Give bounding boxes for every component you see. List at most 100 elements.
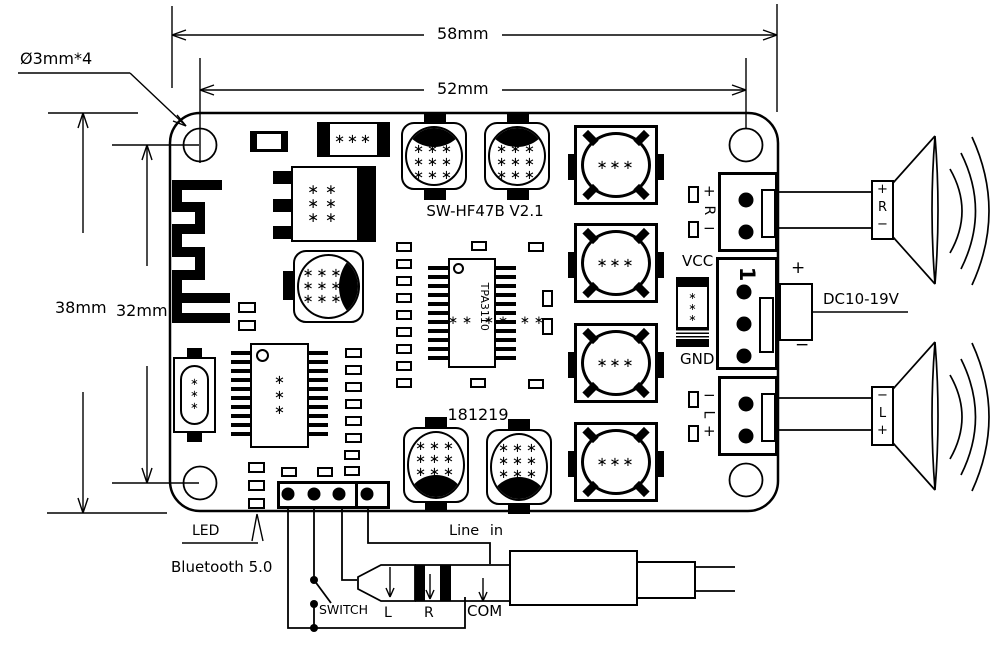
silkscreen-marking: ∗∗ ∗∗ ∗∗ (307, 182, 343, 226)
capacitor-band (676, 277, 709, 285)
dc-voltage-label: DC10-19V (823, 290, 899, 308)
smd-pad (396, 327, 412, 337)
dimension-52mm (199, 58, 747, 163)
smd-pad (396, 276, 412, 286)
smd-pad (238, 302, 256, 313)
pin1-mark (256, 349, 269, 362)
capacitor-tab (507, 188, 529, 200)
dim-label-38mm: 38mm (55, 298, 107, 317)
capacitor-tab (283, 271, 294, 300)
ic-pins-left (428, 266, 448, 360)
inductor: ∗∗∗ (568, 125, 664, 205)
smd-pad (396, 310, 412, 320)
dim-label-32mm: 32mm (116, 301, 168, 320)
speaker-wires (778, 397, 872, 431)
inductor: ∗∗∗ (568, 323, 664, 403)
jack-pin-arrows (385, 567, 488, 602)
capacitor-tab (425, 417, 447, 429)
smd-pad (688, 186, 699, 203)
ic-pins-left (231, 351, 250, 441)
r-plus-label: + (703, 182, 716, 200)
smd-pad (281, 467, 297, 477)
electrolytic-capacitor: ∗∗∗ ∗∗∗ ∗∗∗ (486, 429, 552, 505)
silkscreen-marking: ∗∗∗ ∗∗∗ ∗∗∗ (302, 266, 345, 307)
capacitor-tab (508, 419, 530, 431)
sound-waves (949, 342, 990, 492)
jack-r-label: R (424, 605, 434, 621)
led-pad (248, 498, 265, 509)
capacitor-body: ∗∗∗ ∗∗∗ ∗∗∗ (490, 433, 548, 501)
speaker-l-plus: + (877, 423, 888, 438)
dc-plus-label: + (791, 258, 806, 278)
tpa3110-chip (448, 258, 496, 368)
led-label: LED (192, 523, 220, 539)
silkscreen-marking: ∗∗∗ ∗∗∗ ∗∗∗ (496, 141, 538, 183)
date-code-label: 181219 (447, 405, 509, 424)
smd-pad (345, 433, 362, 443)
silkscreen-marking: ∗ ∗ ∗ (190, 377, 199, 412)
smd-pad (688, 391, 699, 408)
silkscreen-marking: ∗∗∗ (596, 454, 636, 470)
dim-label-hole: Ø3mm*4 (20, 49, 93, 68)
silkscreen-marking: ∗ ∗ ∗ (274, 373, 285, 418)
smd-pad (528, 379, 544, 389)
switch-lever (313, 579, 332, 604)
line-in-label: Line in (449, 523, 504, 539)
gnd-label: GND (680, 350, 715, 368)
r-minus-label: − (703, 219, 716, 237)
electrolytic-capacitor: ∗∗∗ ∗∗∗ ∗∗∗ (403, 427, 469, 503)
smd-pad (248, 480, 265, 491)
smd-pad (470, 378, 486, 388)
jack-cable (695, 566, 735, 592)
jack-ring (440, 565, 451, 601)
capacitor-tab (424, 188, 446, 200)
l-plus-label: + (703, 422, 716, 440)
bluetooth-antenna-trace (172, 180, 230, 323)
silkscreen-marking: ∗∗∗ (596, 157, 636, 173)
silkscreen-marking: ∗ ∗ ∗ (688, 290, 697, 324)
speaker-r-name: R (877, 200, 888, 215)
polarity-mark (409, 475, 463, 497)
voltage-regulator: ∗∗ ∗∗ ∗∗ (291, 166, 359, 242)
smd-pad (396, 242, 412, 252)
jack-body (509, 550, 638, 606)
smd-pad (317, 467, 333, 477)
inductor-body: ∗∗∗ (581, 330, 651, 396)
capacitor-body: ∗∗∗ ∗∗∗ ∗∗∗ (407, 431, 465, 499)
smd-pad (396, 293, 412, 303)
smd-pad (471, 241, 487, 251)
regulator-pin (273, 171, 291, 184)
inductor-body: ∗∗∗ (581, 429, 651, 495)
crystal-tab (187, 348, 202, 359)
capacitor-tab (425, 500, 447, 512)
jack-l-label: L (384, 605, 392, 621)
speaker-left-drawing (778, 341, 990, 492)
l-minus-label: − (703, 386, 716, 404)
speaker-l-name: L (878, 406, 887, 421)
smd-pad (345, 382, 362, 392)
inductor: ∗∗∗ (568, 422, 664, 502)
smd-pad (344, 450, 360, 460)
electrolytic-capacitor: ∗∗∗ ∗∗∗ ∗∗∗ (401, 122, 467, 190)
connector-dots (736, 192, 754, 444)
jack-tip (357, 564, 416, 602)
dimension-38mm (47, 112, 167, 514)
smd-pad (688, 425, 699, 442)
bluetooth-label: Bluetooth 5.0 (171, 558, 273, 576)
audio-jack-drawing (357, 550, 735, 606)
silkscreen-marking: ∗∗∗ (334, 132, 373, 147)
vcc-label: VCC (682, 252, 714, 270)
capacitor-body: ∗∗∗ ∗∗∗ ∗∗∗ (297, 254, 360, 319)
jack-com-label: COM (467, 602, 503, 620)
dc-minus-label: − (795, 335, 810, 355)
smd-pad (396, 344, 412, 354)
header-dots (281, 487, 374, 501)
smd-pad (345, 348, 362, 358)
capacitor-band (676, 339, 709, 347)
speaker-r-minus: − (877, 217, 888, 232)
regulator-pin (273, 226, 291, 239)
